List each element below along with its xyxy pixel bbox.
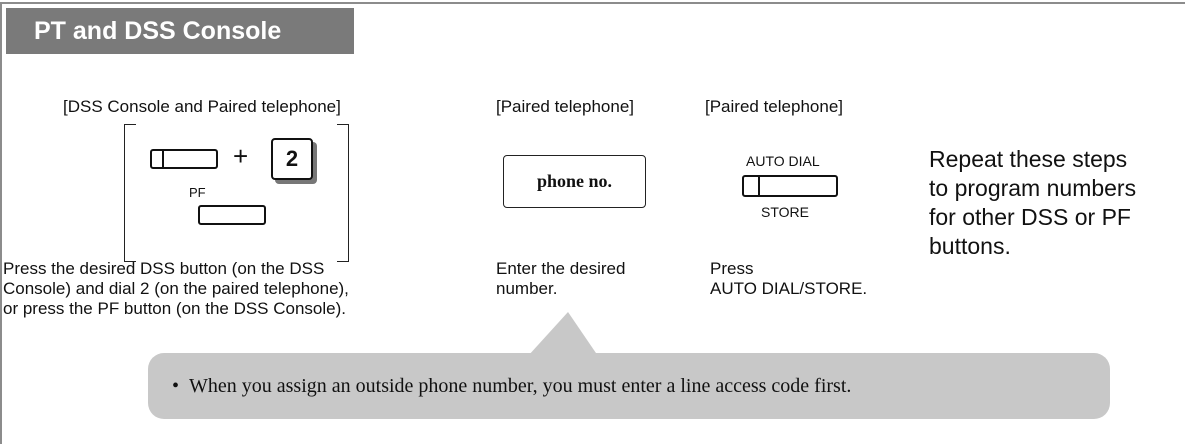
dss-button-icon <box>150 149 218 169</box>
auto-dial-store-button-icon <box>742 175 838 197</box>
step2-description: Enter the desired number. <box>496 259 686 299</box>
step1-description: Press the desired DSS button (on the DSS… <box>3 259 473 319</box>
step3-desc-line: AUTO DIAL/STORE. <box>710 279 868 298</box>
note-text: When you assign an outside phone number,… <box>189 374 852 397</box>
store-label: STORE <box>761 204 809 220</box>
step3-desc-line: Press <box>710 259 754 278</box>
pf-button-icon <box>198 205 266 225</box>
step1-caption: [DSS Console and Paired telephone] <box>63 97 341 116</box>
bracket-left <box>124 124 136 262</box>
frame-left-border <box>0 2 2 444</box>
note-callout: • When you assign an outside phone numbe… <box>148 353 1110 419</box>
phone-number-label: phone no. <box>536 171 613 191</box>
step3-caption: [Paired telephone] <box>705 97 843 116</box>
repeat-line: to program numbers <box>929 175 1137 201</box>
section-header: PT and DSS Console <box>6 8 354 54</box>
dial-2-key: 2 <box>271 138 313 180</box>
repeat-line: buttons. <box>929 233 1011 259</box>
step2-caption: [Paired telephone] <box>496 97 634 116</box>
step1-desc-line: Press the desired DSS button (on the DSS <box>3 259 325 278</box>
step1-desc-line: Console) and dial 2 (on the paired telep… <box>3 279 349 298</box>
auto-dial-label: AUTO DIAL <box>746 153 820 169</box>
pf-label: PF <box>189 185 206 200</box>
section-title: PT and DSS Console <box>34 16 282 45</box>
dial-2-label: 2 <box>285 146 299 171</box>
repeat-instructions: Repeat these steps to program numbers fo… <box>929 145 1179 261</box>
repeat-line: for other DSS or PF <box>929 204 1131 230</box>
callout-pointer <box>528 312 598 356</box>
phone-number-box: phone no. <box>503 155 646 208</box>
repeat-line: Repeat these steps <box>929 146 1128 172</box>
frame-top-border <box>0 2 1185 4</box>
plus-sign: + <box>233 141 249 171</box>
step3-description: Press AUTO DIAL/STORE. <box>710 259 930 299</box>
step1-desc-line: or press the PF button (on the DSS Conso… <box>3 299 347 318</box>
bullet-icon: • <box>172 374 180 397</box>
step2-desc-line: number. <box>496 279 558 298</box>
step2-desc-line: Enter the desired <box>496 259 626 278</box>
bracket-right <box>337 124 349 262</box>
